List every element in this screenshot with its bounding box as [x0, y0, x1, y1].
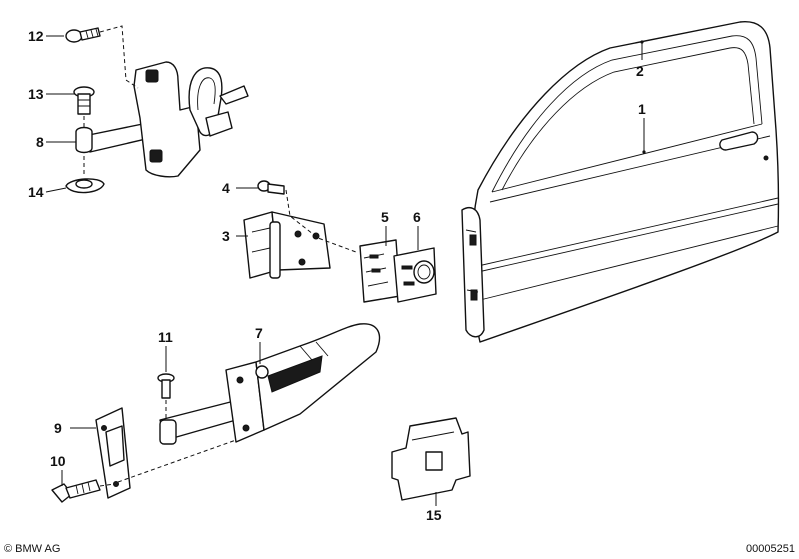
- tapping-plate-6[interactable]: [393, 247, 437, 303]
- callout-1: 1: [638, 101, 646, 117]
- copyright-text: © BMW AG: [4, 543, 60, 555]
- callout-13: 13: [28, 86, 44, 102]
- callout-7: 7: [255, 325, 263, 341]
- gasket-9[interactable]: [95, 407, 131, 499]
- bolt-4[interactable]: [257, 180, 285, 195]
- callout-5: 5: [381, 209, 389, 225]
- callout-6: 6: [413, 209, 421, 225]
- callout-15: 15: [426, 507, 442, 523]
- callout-8: 8: [36, 134, 44, 150]
- callout-2: 2: [636, 63, 644, 79]
- shims-5[interactable]: [359, 239, 401, 303]
- bushing-14[interactable]: [65, 178, 105, 194]
- bolt-13[interactable]: [73, 86, 95, 115]
- screw-12[interactable]: [65, 27, 101, 43]
- diagram-number: 00005251: [746, 543, 795, 555]
- callout-12: 12: [28, 28, 44, 44]
- callout-14: 14: [28, 184, 44, 200]
- callout-11: 11: [158, 329, 173, 345]
- callout-9: 9: [54, 420, 62, 436]
- door-panel[interactable]: [461, 21, 780, 343]
- bolt-10[interactable]: [51, 479, 101, 503]
- pin-11[interactable]: [157, 373, 175, 399]
- upper-hinge-assembly[interactable]: [75, 61, 249, 178]
- door-check-7[interactable]: [159, 323, 381, 445]
- hinge-plate-3[interactable]: [243, 211, 331, 279]
- callout-4: 4: [222, 180, 230, 196]
- callout-10: 10: [50, 453, 66, 469]
- striker-plate-15[interactable]: [391, 417, 471, 501]
- callout-3: 3: [222, 228, 230, 244]
